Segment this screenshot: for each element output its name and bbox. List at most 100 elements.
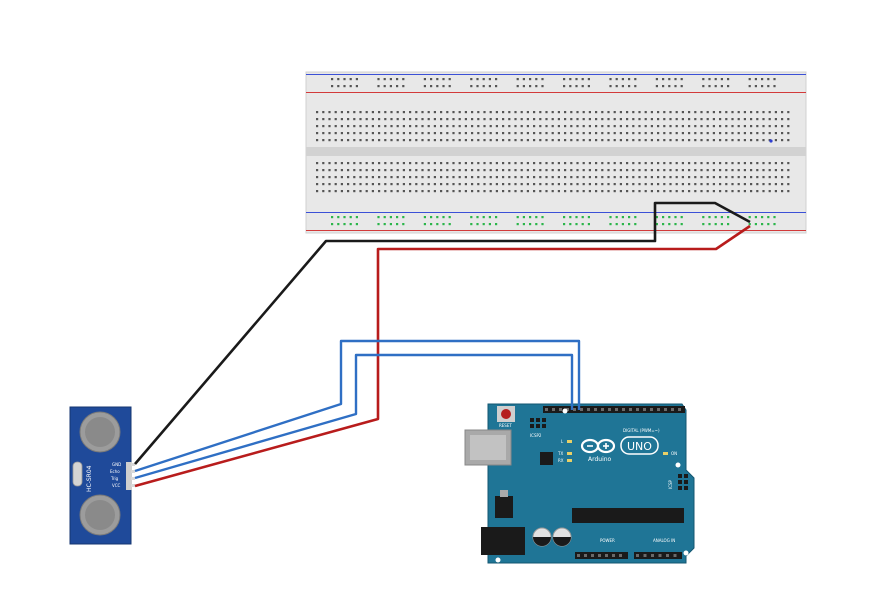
breadboard-hole <box>328 169 331 172</box>
digital-label: DIGITAL (PWM=~) <box>623 428 660 433</box>
breadboard-hole <box>727 216 730 219</box>
breadboard-hole <box>355 85 358 88</box>
breadboard-hole <box>727 78 730 81</box>
breadboard-hole <box>750 176 753 179</box>
breadboard-hole <box>421 118 424 121</box>
icsp2-pin <box>536 424 540 428</box>
breadboard-hole <box>750 118 753 121</box>
breadboard-hole <box>495 125 498 128</box>
breadboard-hole <box>632 132 635 135</box>
breadboard-hole <box>570 190 573 193</box>
breadboard-hole <box>440 169 443 172</box>
breadboard-hole <box>581 85 584 88</box>
breadboard-hole <box>719 111 722 114</box>
breadboard-hole <box>396 176 399 179</box>
breadboard-hole <box>588 118 591 121</box>
breadboard-hole <box>402 125 405 128</box>
breadboard-hole <box>773 223 776 226</box>
breadboard-hole <box>409 190 412 193</box>
breadboard-hole <box>436 85 439 88</box>
breadboard-hole <box>483 125 486 128</box>
breadboard-hole <box>402 162 405 165</box>
breadboard-hole <box>628 223 631 226</box>
breadboard-hole <box>628 78 631 81</box>
breadboard-hole <box>347 190 350 193</box>
breadboard-hole <box>446 125 449 128</box>
icsp2-pin <box>542 424 546 428</box>
breadboard-hole <box>383 223 386 226</box>
breadboard-hole <box>694 118 697 121</box>
breadboard-hole <box>371 169 374 172</box>
breadboard-hole <box>563 223 566 226</box>
breadboard-hole <box>564 132 567 135</box>
breadboard-hole <box>638 125 641 128</box>
breadboard-hole <box>378 118 381 121</box>
breadboard-hole <box>634 78 637 81</box>
breadboard-hole <box>365 132 368 135</box>
breadboard-hole <box>675 118 678 121</box>
breadboard-hole <box>489 111 492 114</box>
transducer-top-mesh <box>85 417 115 447</box>
breadboard-hole <box>582 132 585 135</box>
icsp-pin <box>678 486 682 490</box>
breadboard-hole <box>322 169 325 172</box>
breadboard-hole <box>452 139 455 142</box>
breadboard-hole <box>365 111 368 114</box>
header-pin <box>657 408 660 411</box>
breadboard-hole <box>720 78 723 81</box>
breadboard-hole <box>750 132 753 135</box>
breadboard-hole <box>514 176 517 179</box>
breadboard-hole <box>508 118 511 121</box>
breadboard-hole <box>644 139 647 142</box>
breadboard-hole <box>773 85 776 88</box>
breadboard-hole <box>365 139 368 142</box>
rx-label: RX <box>558 458 564 463</box>
breadboard-hole <box>514 183 517 186</box>
breadboard-hole <box>650 183 653 186</box>
breadboard-hole <box>337 85 340 88</box>
breadboard-hole <box>650 132 653 135</box>
breadboard-hole <box>533 118 536 121</box>
breadboard-hole <box>595 139 598 142</box>
breadboard-hole <box>607 118 610 121</box>
breadboard-hole <box>390 132 393 135</box>
breadboard-hole <box>334 125 337 128</box>
breadboard-hole <box>674 85 677 88</box>
breadboard-hole <box>402 118 405 121</box>
breadboard-hole <box>569 78 572 81</box>
breadboard-hole <box>613 118 616 121</box>
breadboard-hole <box>638 139 641 142</box>
breadboard-hole <box>632 139 635 142</box>
breadboard-hole <box>470 85 473 88</box>
breadboard-hole <box>688 118 691 121</box>
breadboard-hole <box>328 132 331 135</box>
breadboard-hole <box>520 169 523 172</box>
breadboard-hole <box>743 132 746 135</box>
sensor-pin-echo <box>131 470 135 473</box>
sensor-pin-label-gnd: GND <box>112 462 121 467</box>
breadboard-hole <box>674 78 677 81</box>
breadboard-hole <box>508 139 511 142</box>
breadboard-hole <box>322 125 325 128</box>
breadboard-hole <box>551 162 554 165</box>
breadboard-hole <box>427 183 430 186</box>
breadboard-hole <box>576 162 579 165</box>
breadboard-hole <box>756 111 759 114</box>
icsp2-pin <box>542 418 546 422</box>
breadboard-hole <box>737 169 740 172</box>
breadboard-hole <box>378 176 381 179</box>
breadboard-hole <box>359 132 362 135</box>
breadboard-hole <box>328 176 331 179</box>
breadboard-hole <box>440 162 443 165</box>
breadboard-hole <box>442 223 445 226</box>
breadboard-hole <box>662 85 665 88</box>
breadboard-hole <box>748 78 751 81</box>
breadboard-hole <box>762 169 765 172</box>
breadboard-hole <box>489 190 492 193</box>
breadboard-hole <box>626 169 629 172</box>
breadboard-hole <box>754 85 757 88</box>
breadboard-hole <box>446 139 449 142</box>
breadboard-hole <box>719 190 722 193</box>
breadboard-hole <box>570 183 573 186</box>
crystal <box>72 461 83 487</box>
